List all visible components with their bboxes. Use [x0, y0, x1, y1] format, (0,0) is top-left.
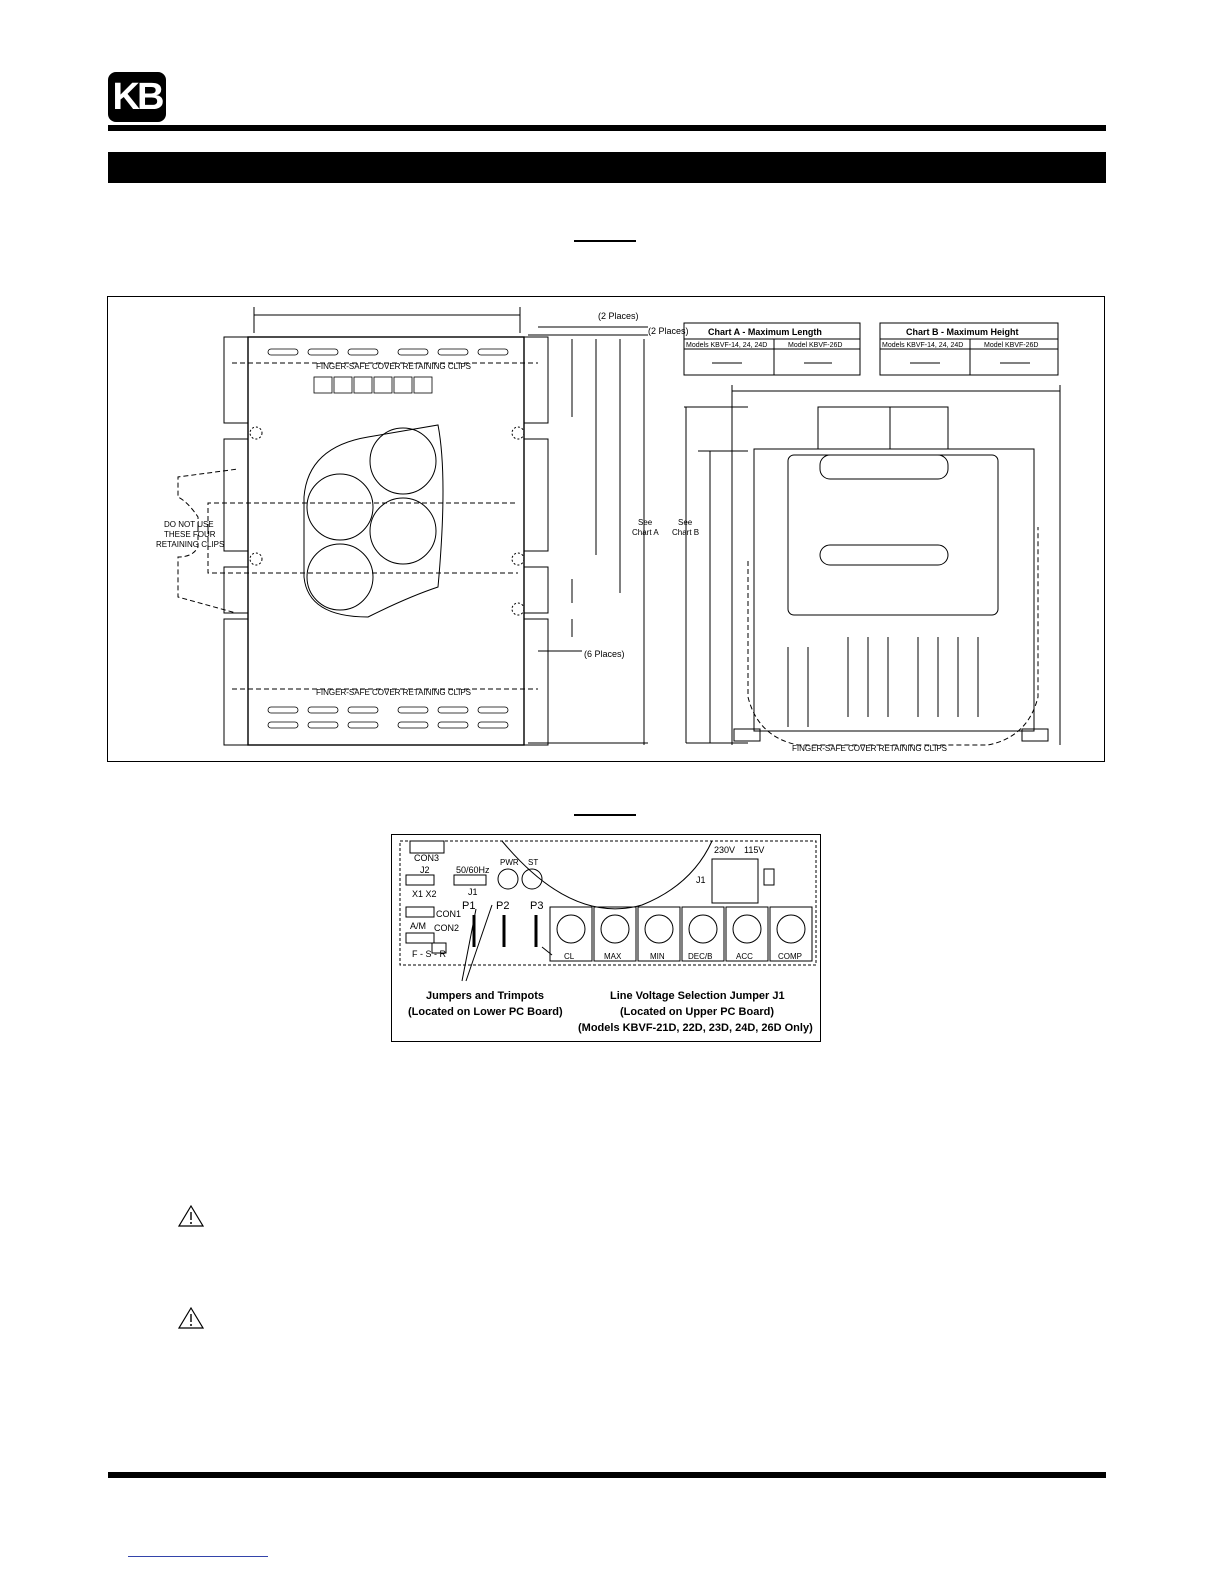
footer-link-underline[interactable] [128, 1556, 268, 1557]
p3-label: P3 [530, 900, 543, 912]
trimpot-min-label: MIN [650, 952, 665, 961]
mechanical-drawing: (2 Places) (2 Places) (6 Places) FINGER-… [156, 307, 1061, 753]
j1-left-label: J1 [468, 887, 478, 897]
see-chart-a-1: See [638, 518, 653, 527]
con2-label: CON2 [434, 923, 459, 933]
trimpot-decb-label: DEC/B [688, 952, 712, 961]
chart-a-col1: Models KBVF-14, 24, 24D [686, 342, 767, 349]
warning-icon [178, 1204, 204, 1227]
j1-right-label: J1 [696, 875, 706, 885]
figure1-label-underline [574, 240, 636, 242]
cover-clips-bottom-label: FINGER-SAFE COVER RETAINING CLIPS [316, 688, 471, 697]
cover-clips-top-label: FINGER-SAFE COVER RETAINING CLIPS [316, 362, 471, 371]
chart-b-title: Chart B - Maximum Height [906, 327, 1019, 337]
places-label-2: (2 Places) [648, 326, 689, 336]
see-chart-b-2: Chart B [672, 528, 699, 537]
x1x2-label: X1 X2 [412, 889, 437, 899]
j2-label: J2 [420, 865, 430, 875]
caption-left-1: Jumpers and Trimpots [426, 990, 544, 1002]
hz-label: 50/60Hz [456, 865, 490, 875]
st-label: ST [528, 858, 538, 867]
chart-b-col1: Models KBVF-14, 24, 24D [882, 342, 963, 349]
places-label-6: (6 Places) [584, 649, 625, 659]
caption-right-3: (Models KBVF-21D, 22D, 23D, 24D, 26D Onl… [578, 1022, 813, 1034]
warning-icon [178, 1306, 204, 1329]
con3-label: CON3 [414, 853, 439, 863]
do-not-use-line2: THESE FOUR [164, 530, 216, 539]
places-label-1: (2 Places) [598, 311, 639, 321]
cover-clips-side-label: FINGER-SAFE COVER RETAINING CLIPS [792, 744, 947, 753]
trimpot-max-label: MAX [604, 952, 622, 961]
trimpot-acc-label: ACC [736, 952, 753, 961]
footer-rule [108, 1472, 1106, 1478]
115v-label: 115V [744, 845, 764, 855]
pwr-label: PWR [500, 858, 519, 867]
chart-a-title: Chart A - Maximum Length [708, 327, 822, 337]
figure2-label-underline [574, 814, 636, 816]
am-label: A/M [410, 921, 426, 931]
do-not-use-line3: RETAINING CLIPS [156, 540, 224, 549]
section-banner [108, 152, 1106, 183]
con1-label: CON1 [436, 909, 461, 919]
figure-mechanical-dimensions: (2 Places) (2 Places) (6 Places) FINGER-… [107, 296, 1105, 762]
trimpot-cl-label: CL [564, 952, 575, 961]
caption-right-2: (Located on Upper PC Board) [620, 1006, 774, 1018]
trimpot-comp-label: COMP [778, 952, 802, 961]
caption-left-2: (Located on Lower PC Board) [408, 1006, 563, 1018]
see-chart-a-2: Chart A [632, 528, 659, 537]
p2-label: P2 [496, 900, 509, 912]
do-not-use-line1: DO NOT USE [164, 520, 214, 529]
header-rule [108, 125, 1106, 131]
chart-a-col2: Model KBVF-26D [788, 342, 842, 349]
230v-label: 230V [714, 845, 735, 855]
board-drawing: CON3 J2 50/60Hz X1 X2 J1 CON1 A/M CON2 F… [399, 840, 817, 1034]
see-chart-b-1: See [678, 518, 693, 527]
figure-jumpers-trimpots: CON3 J2 50/60Hz X1 X2 J1 CON1 A/M CON2 F… [391, 834, 821, 1042]
kb-logo: KB [108, 72, 166, 122]
chart-b-col2: Model KBVF-26D [984, 342, 1038, 349]
caption-right-1: Line Voltage Selection Jumper J1 [610, 990, 785, 1002]
p1-label: P1 [462, 900, 475, 912]
fsr-label: F - S - R [412, 949, 446, 959]
